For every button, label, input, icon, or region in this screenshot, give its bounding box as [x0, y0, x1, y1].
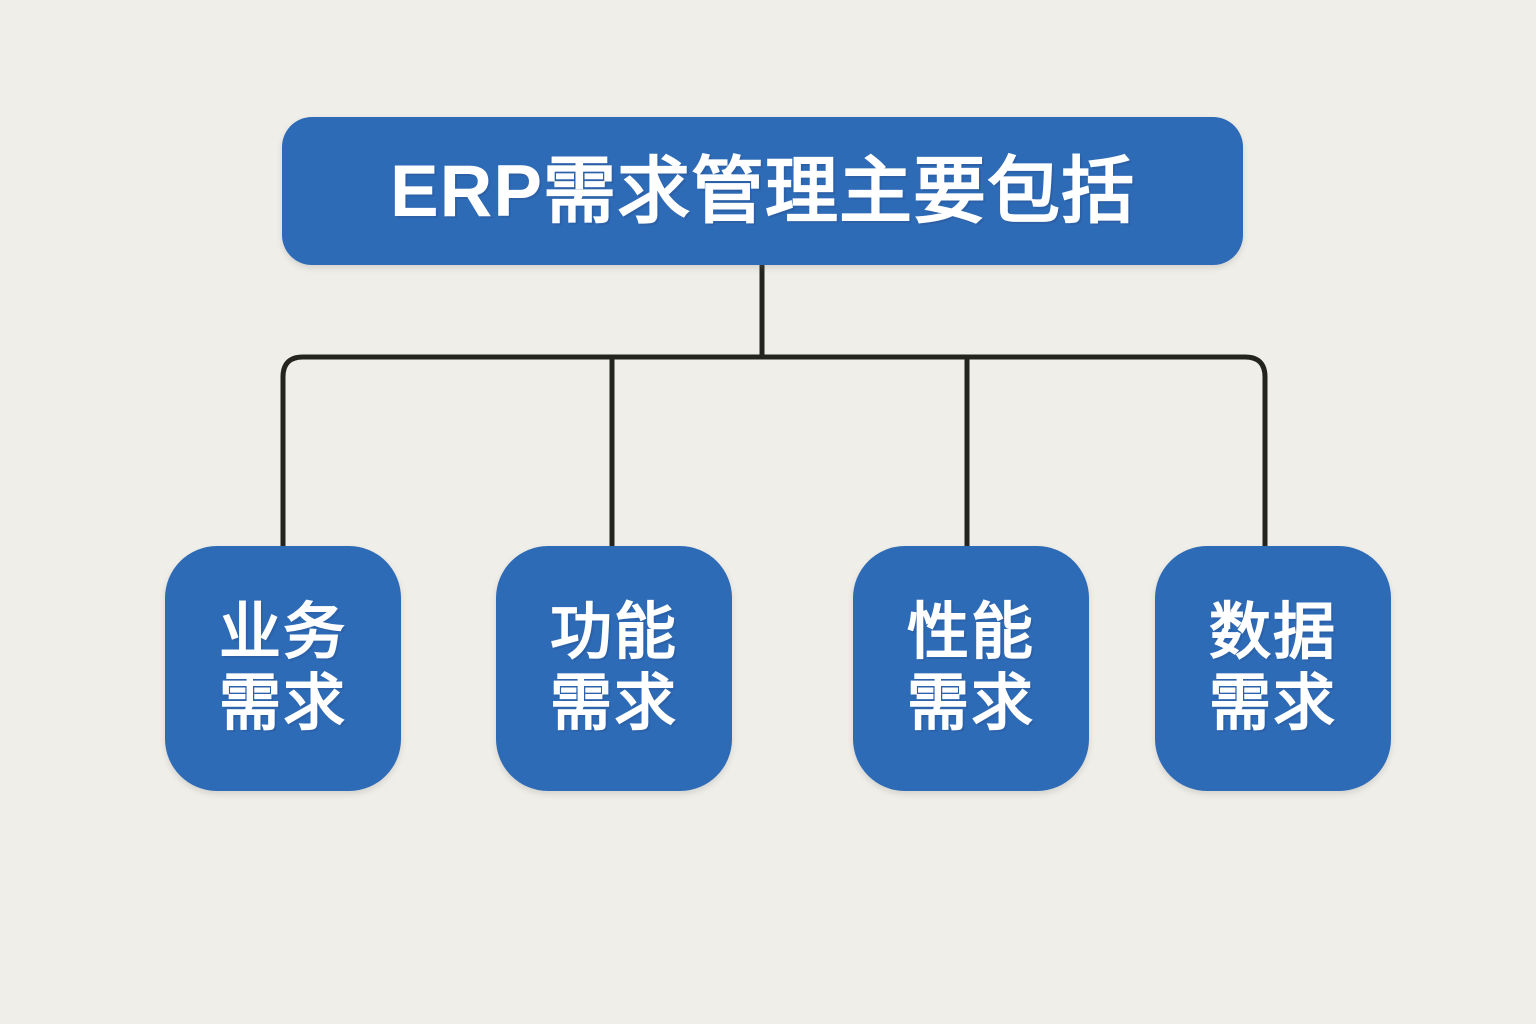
child-node-performance-requirements[interactable]: 性能 需求	[853, 546, 1089, 791]
child-node-label-line1: 功能	[549, 597, 678, 667]
child-node-label-line1: 数据	[1208, 597, 1337, 667]
root-node[interactable]: ERP需求管理主要包括	[282, 117, 1243, 265]
child-node-label-line2: 需求	[549, 668, 678, 738]
root-node-label: ERP需求管理主要包括	[389, 150, 1136, 232]
child-node-label-line1: 性能	[906, 597, 1035, 667]
connector-bus	[280, 354, 1268, 546]
child-node-business-requirements[interactable]: 业务 需求	[165, 546, 401, 791]
child-node-label-line2: 需求	[1208, 668, 1337, 738]
child-node-label-line2: 需求	[906, 668, 1035, 738]
child-node-functional-requirements[interactable]: 功能 需求	[496, 546, 732, 791]
child-node-data-requirements[interactable]: 数据 需求	[1155, 546, 1391, 791]
child-node-label-line2: 需求	[218, 668, 347, 738]
child-node-label-line1: 业务	[218, 597, 347, 667]
